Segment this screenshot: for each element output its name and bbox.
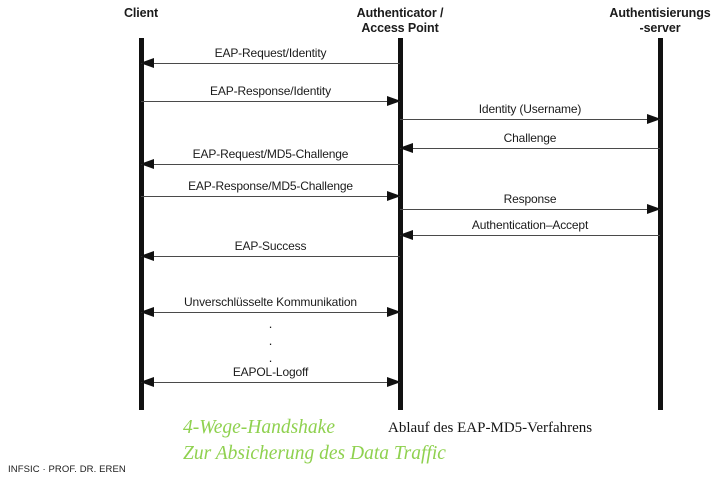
message-label: Unverschlüsselte Kommunikation xyxy=(184,295,357,309)
message-label: EAP-Response/MD5-Challenge xyxy=(188,179,353,193)
arrowhead-left-icon xyxy=(399,142,413,153)
message-line xyxy=(141,101,400,102)
arrowhead-right-icon xyxy=(387,376,401,387)
message-label: EAP-Success xyxy=(234,239,307,253)
arrowhead-right-icon xyxy=(387,190,401,201)
lifeline-bar-authenticator xyxy=(397,38,403,410)
lifeline-bar-client xyxy=(138,38,144,410)
ellipsis-dot-1: · xyxy=(268,319,273,334)
arrowhead-left-icon xyxy=(140,306,154,317)
arrowhead-right-icon xyxy=(387,95,401,106)
message-line xyxy=(141,196,400,197)
message-line xyxy=(141,256,400,257)
message-label: EAPOL-Logoff xyxy=(232,365,309,379)
caption-black-title: Ablauf des EAP-MD5-Verfahrens xyxy=(388,420,593,436)
arrowhead-left-icon xyxy=(140,57,154,68)
message-line xyxy=(141,63,400,64)
message-label: EAP-Response/Identity xyxy=(210,84,331,98)
arrowhead-left-icon xyxy=(140,376,154,387)
arrowhead-left-icon xyxy=(140,250,154,261)
message-line xyxy=(400,119,660,120)
message-label: EAP-Request/MD5-Challenge xyxy=(192,147,349,161)
message-line xyxy=(400,235,660,236)
arrowhead-left-icon xyxy=(399,229,413,240)
lifeline-header-authenticator: Authenticator / Access Point xyxy=(356,6,444,35)
message-label: Challenge xyxy=(503,131,557,145)
lifeline-header-client: Client xyxy=(123,6,159,20)
ellipsis-dot-3: · xyxy=(268,353,273,368)
vertical-ellipsis: · · · xyxy=(141,318,400,369)
message-label: Authentication–Accept xyxy=(471,218,589,232)
arrowhead-right-icon xyxy=(387,306,401,317)
message-line xyxy=(400,209,660,210)
footer-credit: INFSIC · PROF. DR. EREN xyxy=(8,464,126,475)
message-line xyxy=(141,382,400,383)
message-line xyxy=(141,312,400,313)
arrowhead-left-icon xyxy=(140,158,154,169)
arrowhead-right-icon xyxy=(647,113,661,124)
message-label: Response xyxy=(503,192,557,206)
arrowhead-right-icon xyxy=(647,203,661,214)
ellipsis-dot-2: · xyxy=(268,336,273,351)
message-label: Identity (Username) xyxy=(478,102,582,116)
message-label: EAP-Request/Identity xyxy=(214,46,327,60)
lifeline-header-authentication-server: Authentisierungs -server xyxy=(609,6,711,35)
caption-green-line-2: Zur Absicherung des Data Traffic xyxy=(183,443,446,464)
caption-green-line-1: 4-Wege-Handshake xyxy=(183,417,335,438)
message-line xyxy=(400,148,660,149)
message-line xyxy=(141,164,400,165)
lifeline-bar-authentication-server xyxy=(657,38,663,410)
